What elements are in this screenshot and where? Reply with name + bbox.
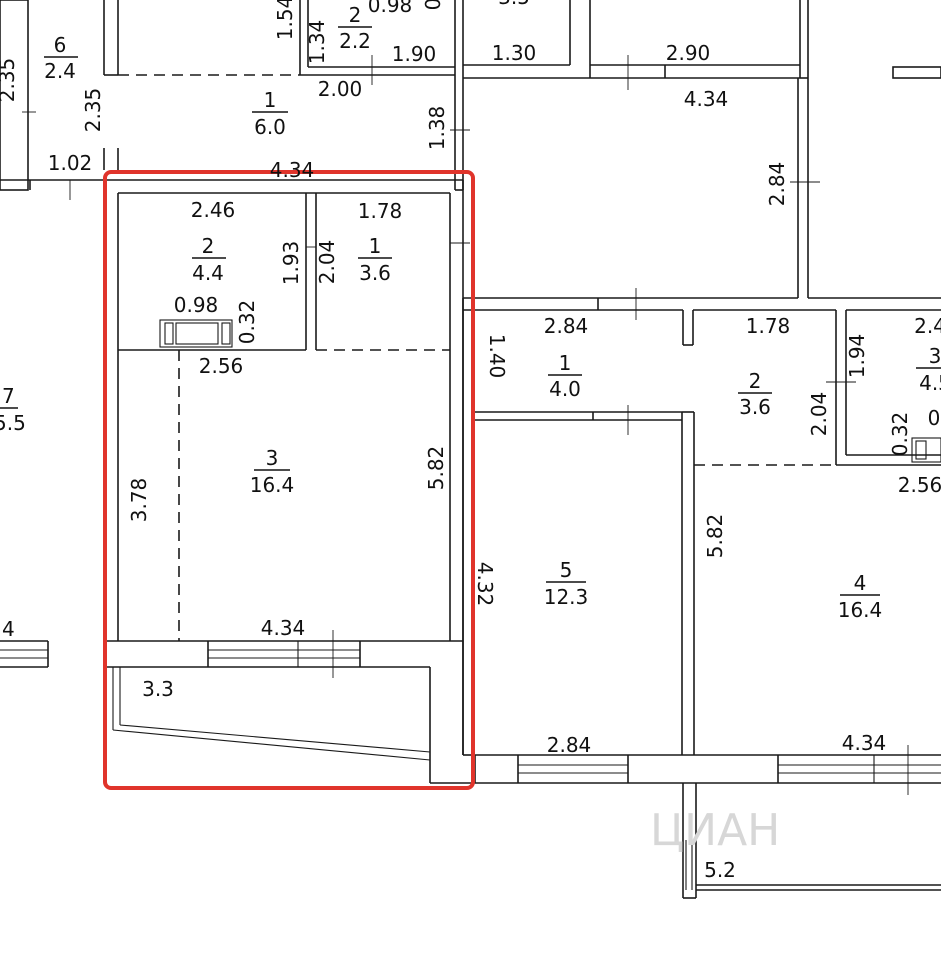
dimension: 2.35	[0, 58, 19, 103]
dimension: 0	[421, 0, 445, 10]
dimension: 2.4	[914, 314, 941, 338]
dimension: 5.2	[704, 858, 736, 882]
dimension: 1.40	[485, 334, 509, 379]
room-number: 7	[2, 384, 15, 408]
room-number: 2	[349, 3, 362, 27]
dimension: 2.46	[191, 198, 236, 222]
dimension: 1.93	[279, 241, 303, 286]
room-number: 2	[202, 234, 215, 258]
dimension: 0	[928, 406, 941, 430]
walls-bottom-right	[475, 745, 941, 899]
room-number: 5	[560, 558, 573, 582]
dimension: 1.78	[358, 199, 403, 223]
dimension: 5.82	[424, 446, 448, 491]
dimension: 5.82	[703, 514, 727, 559]
dimension: 3.5	[498, 0, 530, 9]
room-number: 4	[854, 571, 867, 595]
room-area: 4.0	[549, 377, 581, 401]
room-area: 2.2	[339, 29, 371, 53]
dimension: 1.78	[746, 314, 791, 338]
dimension: 0.98	[174, 293, 219, 317]
dimension: 1.54	[273, 0, 297, 40]
room-number: 6	[54, 33, 67, 57]
room-number: 2	[749, 369, 762, 393]
dimension-labels: 2.46 1.78 1.93 2.04 0.98 0.32 2.56 3.78 …	[0, 0, 941, 882]
room-area: 5.5	[0, 411, 26, 435]
dimension: 2.90	[666, 41, 711, 65]
room-area: 6.0	[254, 115, 286, 139]
dimension: 1.94	[845, 334, 869, 379]
dimension: 2.84	[547, 733, 592, 757]
room-number: 3	[929, 344, 941, 368]
dimension: 4.34	[842, 731, 887, 755]
room-number: 1	[559, 351, 572, 375]
dimension: 3.3	[142, 677, 174, 701]
room-number: 1	[264, 88, 277, 112]
room-area: 16.4	[838, 598, 883, 622]
dimension: 2.04	[315, 240, 339, 285]
dimension: 2.84	[765, 162, 789, 207]
walls-top-right	[463, 0, 941, 346]
dimension: 2.04	[807, 392, 831, 437]
watermark-text: ЦИАН	[650, 805, 780, 856]
room-area: 2.4	[44, 59, 76, 83]
dimension: 2.00	[318, 77, 363, 101]
dimension: 4.34	[684, 87, 729, 111]
room-number: 3	[266, 446, 279, 470]
room-area: 4.5	[919, 371, 941, 395]
room-area: 3.6	[359, 261, 391, 285]
walls-bottom-left	[0, 640, 49, 668]
dimension: 1.02	[48, 151, 93, 175]
dimension: 4.34	[261, 616, 306, 640]
room-area: 4.4	[192, 261, 224, 285]
dimension: 4.32	[473, 562, 497, 607]
room-area: 12.3	[544, 585, 589, 609]
dimension: 2.56	[199, 354, 244, 378]
dimension: 2.84	[544, 314, 589, 338]
dimension: 1.90	[392, 42, 437, 66]
room-area: 3.6	[739, 395, 771, 419]
dimension: 1.30	[492, 41, 537, 65]
dimension: 2.35	[81, 88, 105, 133]
dimension: 0.32	[888, 412, 912, 457]
dimension: 4	[2, 617, 15, 641]
walls-right-middle	[462, 310, 941, 755]
dimension: 1.34	[305, 20, 329, 65]
dimension: 0.32	[235, 300, 259, 345]
room-area: 16.4	[250, 473, 295, 497]
walls-top-left	[0, 0, 571, 200]
selection-highlight[interactable]	[103, 170, 475, 790]
dimension: 4.34	[270, 158, 315, 182]
dimension: 1.38	[425, 106, 449, 151]
dimension: 0.98	[368, 0, 413, 17]
room-number: 1	[369, 234, 382, 258]
dimension: 2.56	[898, 473, 941, 497]
dimension: 3.78	[127, 478, 151, 523]
room-labels: 3 16.4 2 4.4 1 3.6 6 2.4 1 6.0 2 2.2 1 4…	[0, 3, 941, 622]
